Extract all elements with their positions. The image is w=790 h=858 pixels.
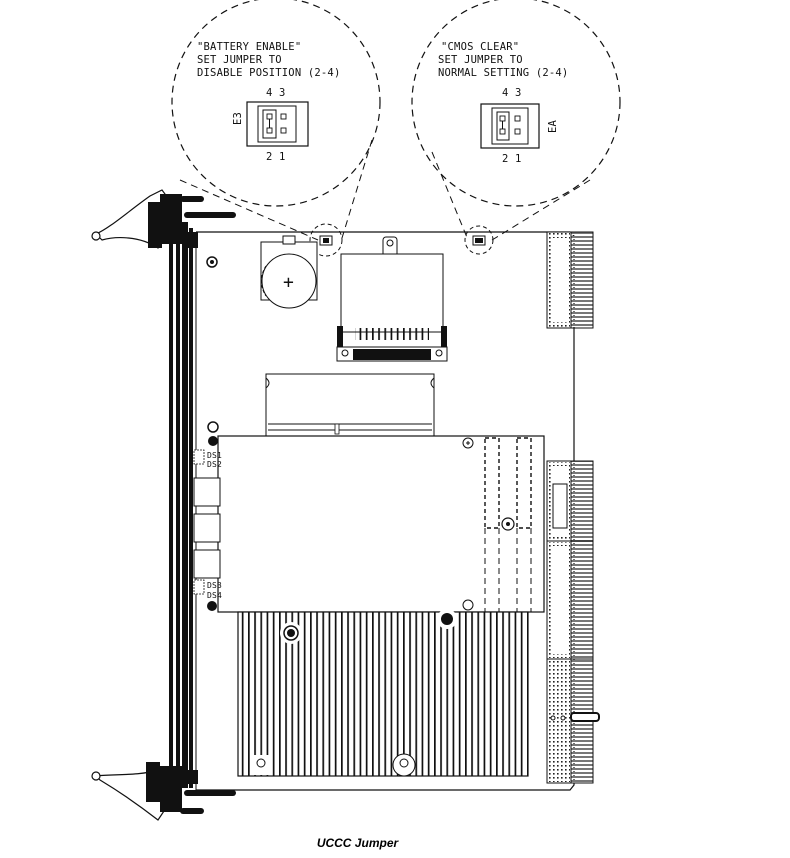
- battery-plus-symbol: +: [283, 272, 294, 293]
- cmos-clear-title: "CMOS CLEAR": [441, 41, 519, 53]
- cmos-clear-line3: NORMAL SETTING (2-4): [438, 67, 568, 79]
- mezzanine-board: [217, 435, 545, 613]
- cmos-pins-top: 4 3: [502, 87, 522, 99]
- card-connector-icon: [336, 236, 448, 362]
- led-ds2-label: DS2: [207, 460, 222, 469]
- top-ejector-handle-icon: [91, 189, 236, 268]
- backplane-connector-j4: [546, 658, 600, 784]
- led-ds1-label: DS1: [207, 451, 222, 460]
- front-panel: [169, 222, 193, 788]
- jumper-ea-label: EA: [547, 119, 559, 133]
- battery-pins-bottom: 2 1: [266, 151, 286, 163]
- backplane-connector-j2: [546, 460, 594, 542]
- led-ds3-label: DS3: [207, 581, 222, 590]
- battery-holder-icon: +: [260, 235, 318, 309]
- bottom-ejector-handle-icon: [91, 762, 236, 821]
- jumper-e3-label: E3: [232, 112, 244, 125]
- battery-enable-line2: SET JUMPER TO: [197, 54, 282, 66]
- led-ds4-label: DS4: [207, 591, 222, 600]
- cmos-pins-bottom: 2 1: [502, 153, 522, 165]
- front-panel-ports: DS1 DS2 DS3 DS4: [193, 421, 222, 611]
- battery-enable-title: "BATTERY ENABLE": [197, 41, 301, 53]
- battery-pins-top: 4 3: [266, 87, 286, 99]
- jumper-ea-icon: [480, 103, 540, 149]
- backplane-connector-j3: [546, 540, 594, 660]
- backplane-connector-j1: [546, 231, 594, 329]
- battery-enable-callout: "BATTERY ENABLE" SET JUMPER TO DISABLE P…: [171, 0, 381, 241]
- jumper-e3-icon: [246, 101, 309, 147]
- figure-caption: UCCC Jumper: [316, 836, 399, 850]
- heatsink-icon: [237, 609, 529, 777]
- jumper-e3-location: [309, 223, 343, 257]
- jumper-ea-location: [464, 225, 494, 255]
- cmos-clear-line2: SET JUMPER TO: [438, 54, 523, 66]
- battery-enable-line3: DISABLE POSITION (2-4): [197, 67, 340, 79]
- cmos-clear-callout: "CMOS CLEAR" SET JUMPER TO NORMAL SETTIN…: [411, 0, 621, 241]
- memory-socket-icon: [265, 373, 435, 437]
